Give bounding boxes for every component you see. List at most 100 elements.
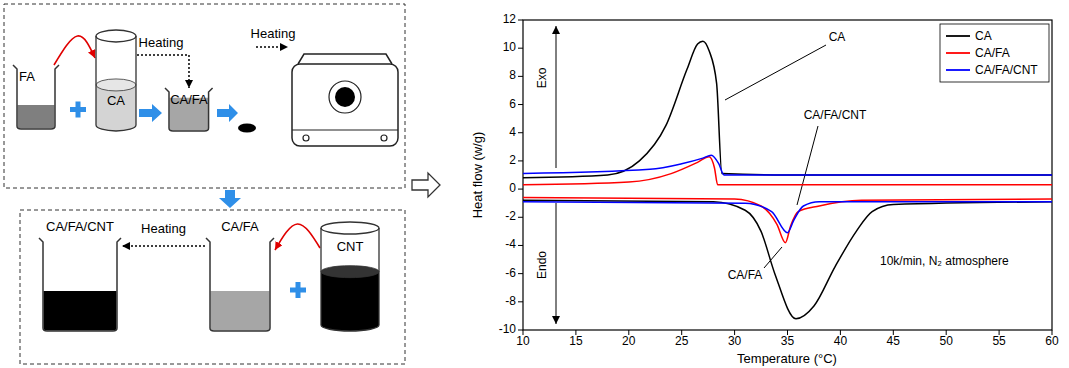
liquid — [211, 291, 270, 331]
axis-tick — [518, 20, 523, 21]
vessel-label: CA/FA/CNT — [46, 220, 114, 235]
axis-tick — [518, 330, 523, 331]
tick-label: 12 — [503, 13, 516, 27]
tick-label: -8 — [505, 295, 516, 309]
axis-tick — [518, 76, 523, 77]
beaker-vessel: CA/FA/CNT — [38, 220, 122, 332]
tick-label: 50 — [940, 335, 953, 349]
liquid — [321, 272, 379, 331]
hot-plate-knob — [381, 135, 387, 141]
beaker-outline — [13, 65, 59, 129]
tick-label: 4 — [509, 126, 516, 140]
block-arrow — [217, 104, 238, 122]
leader-line — [725, 45, 826, 100]
process-arrow — [122, 245, 205, 247]
endo-arrow — [556, 203, 557, 324]
legend-text: CA/FA — [975, 46, 1010, 60]
tick-label: 10 — [516, 335, 529, 349]
vessel-shape — [205, 220, 275, 332]
legend-frame — [940, 24, 1049, 82]
tick-label: 20 — [622, 335, 635, 349]
legend-entry: CA/FA/CNT — [946, 62, 1038, 77]
condition-note: 10k/min, N₂ atmosphere — [880, 255, 1009, 269]
tick-label: 6 — [509, 98, 516, 112]
hot-plate-edge — [292, 129, 398, 130]
legend-text: CA/FA/CNT — [975, 63, 1038, 77]
axis-tick — [518, 245, 523, 246]
legend-line — [946, 35, 970, 37]
vessel-shape — [38, 220, 122, 332]
flow-arrow — [412, 173, 440, 197]
axis-tick — [518, 273, 523, 274]
dsc-curve — [523, 200, 1052, 318]
axis-title: Temperature (°C) — [737, 352, 837, 367]
liquid — [44, 291, 117, 331]
tick-label: 8 — [509, 69, 516, 83]
vessel-label: CA/FA — [170, 93, 208, 108]
plot-frame — [523, 20, 1052, 330]
axis-tick — [518, 48, 523, 49]
dsc-curve — [523, 155, 1052, 175]
axis-tick — [518, 217, 523, 218]
tick-label: 0 — [509, 182, 516, 196]
dsc-curve — [523, 157, 1052, 185]
liquid-surface — [96, 79, 136, 91]
liquid — [96, 85, 136, 131]
direction-label: Exo — [536, 68, 550, 89]
process-arrow — [54, 36, 95, 65]
block-arrow — [139, 104, 162, 122]
cylinder-rim — [96, 30, 136, 42]
cylinder-outline — [321, 228, 379, 331]
axis-tick — [518, 189, 523, 190]
legend-text: CA — [975, 29, 992, 43]
tick-label: -10 — [499, 323, 516, 337]
axis-tick — [518, 104, 523, 105]
heating-arrow — [256, 46, 288, 48]
legend-sample — [946, 48, 970, 58]
beaker-vessel: CA/FA — [205, 220, 275, 332]
legend-sample — [946, 31, 970, 41]
block-arrow — [219, 190, 241, 208]
tick-label: 10 — [503, 41, 516, 55]
tick-label: 45 — [887, 335, 900, 349]
tick-label: 15 — [569, 335, 582, 349]
beaker-outline — [39, 238, 121, 331]
cylinder-rim — [321, 222, 379, 234]
tick-label: 60 — [1045, 335, 1058, 349]
beaker-vessel: CA/FA — [164, 88, 214, 132]
axis-tick — [518, 301, 523, 302]
curve-label: CA — [829, 31, 846, 45]
plus-sign — [290, 282, 306, 298]
beaker-outline — [165, 88, 213, 131]
edge-label: Heating — [138, 36, 185, 51]
liquid-surface — [321, 266, 379, 278]
dsc-curve — [523, 41, 1052, 178]
vessel-shape — [95, 30, 137, 132]
axis-tick — [518, 160, 523, 161]
hot-plate — [292, 54, 398, 146]
process-arrow — [137, 55, 189, 88]
legend-line — [946, 52, 970, 54]
tick-label: -4 — [505, 239, 516, 253]
hot-plate-sample — [335, 87, 355, 107]
sample-disc — [238, 124, 256, 133]
vessel-shape — [320, 222, 380, 332]
dashed-frame — [20, 210, 405, 364]
tick-label: 35 — [781, 335, 794, 349]
curve-label: CA/FA — [728, 269, 763, 283]
hot-plate-ring — [329, 81, 361, 113]
tick-label: -2 — [505, 210, 516, 224]
axis-tick — [518, 132, 523, 133]
beaker-outline — [206, 238, 274, 331]
tick-label: 25 — [675, 335, 688, 349]
tick-label: 55 — [992, 335, 1005, 349]
tick-label: 40 — [834, 335, 847, 349]
cylinder-vessel: CA — [95, 30, 137, 132]
liquid — [18, 105, 55, 129]
axis-title: Heat flow (w/g) — [471, 132, 486, 219]
cylinder-outline — [96, 36, 136, 131]
hot-plate-top — [298, 54, 392, 64]
hot-plate-body — [292, 64, 398, 146]
hot-plate-knob — [303, 135, 309, 141]
legend-line — [946, 69, 970, 71]
